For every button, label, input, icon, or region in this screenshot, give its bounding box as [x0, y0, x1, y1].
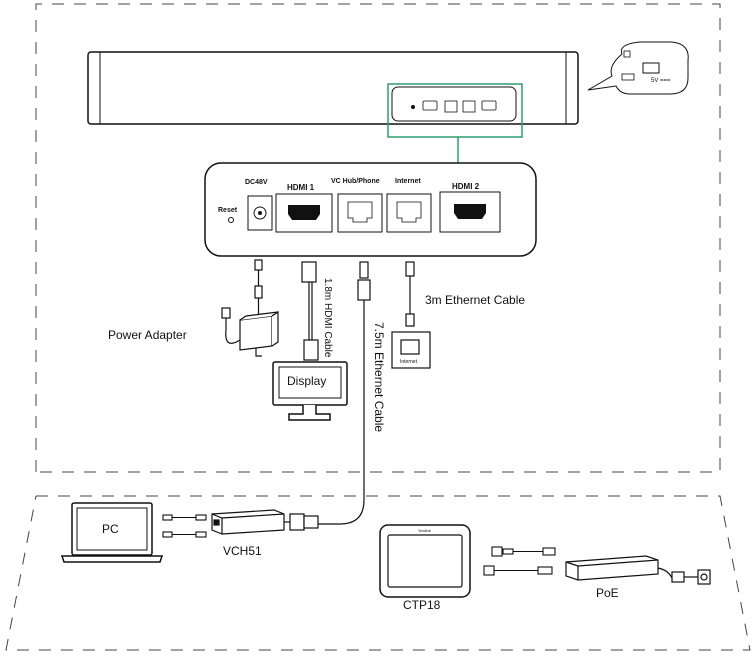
usb-callout-bubble — [587, 41, 689, 95]
port-label-vc-hub: VC Hub/Phone — [331, 178, 380, 185]
pc-laptop-icon — [60, 502, 164, 563]
pc-vch51-cables — [162, 514, 207, 538]
lock-icon — [623, 50, 631, 58]
power-adapter-icon — [221, 307, 279, 357]
ctp18-label: CTP18 — [403, 598, 441, 612]
highlight-box — [387, 83, 523, 138]
vch51-hub-icon — [211, 509, 292, 535]
port-label-hdmi1: HDMI 1 — [287, 183, 315, 192]
ctp18-tablet-icon — [379, 524, 471, 598]
ctp18-brand: Yealink — [418, 528, 431, 533]
internet-wall-jack — [391, 331, 431, 369]
pc-label: PC — [102, 522, 119, 536]
room-region-border — [35, 3, 721, 473]
port-label-reset: Reset — [218, 207, 238, 214]
vc-hub-port-icon — [337, 193, 383, 233]
usb-port-icon — [642, 62, 660, 74]
hdmi-cable-label: 1.8m HDMI Cable — [322, 278, 333, 358]
power-cable — [254, 259, 263, 320]
internet-jack-label: Internet — [400, 359, 418, 365]
vch51-connector — [289, 513, 319, 531]
port-label-internet: Internet — [395, 178, 421, 185]
port-label-dc48v: DC48V — [245, 179, 268, 186]
port-label-hdmi2: HDMI 2 — [452, 182, 480, 191]
ethernet-long-label: 7.5m Ethernet Cable — [372, 322, 386, 432]
hdmi1-port-icon — [275, 193, 333, 233]
vch51-label: VCH51 — [223, 544, 262, 558]
ethernet-short-label: 3m Ethernet Cable — [425, 293, 525, 307]
ethernet-cable-short — [405, 261, 415, 327]
poe-label: PoE — [596, 586, 619, 600]
table-region-border — [5, 495, 751, 651]
video-bar — [87, 51, 579, 125]
reset-button-icon — [228, 217, 234, 223]
ctp18-poe-cables — [483, 546, 556, 576]
hdmi2-port-icon — [439, 191, 501, 233]
dc48v-port-icon — [247, 195, 273, 231]
poe-injector-icon — [565, 555, 711, 585]
ethernet-cable-long — [318, 261, 371, 525]
display-icon — [272, 361, 348, 421]
internet-port-icon — [386, 193, 432, 233]
power-adapter-label: Power Adapter — [108, 328, 187, 342]
display-label: Display — [287, 374, 326, 388]
hdmi-cable — [301, 261, 319, 361]
port-panel — [204, 162, 537, 257]
usb-5v-label: 5V === — [651, 78, 671, 84]
